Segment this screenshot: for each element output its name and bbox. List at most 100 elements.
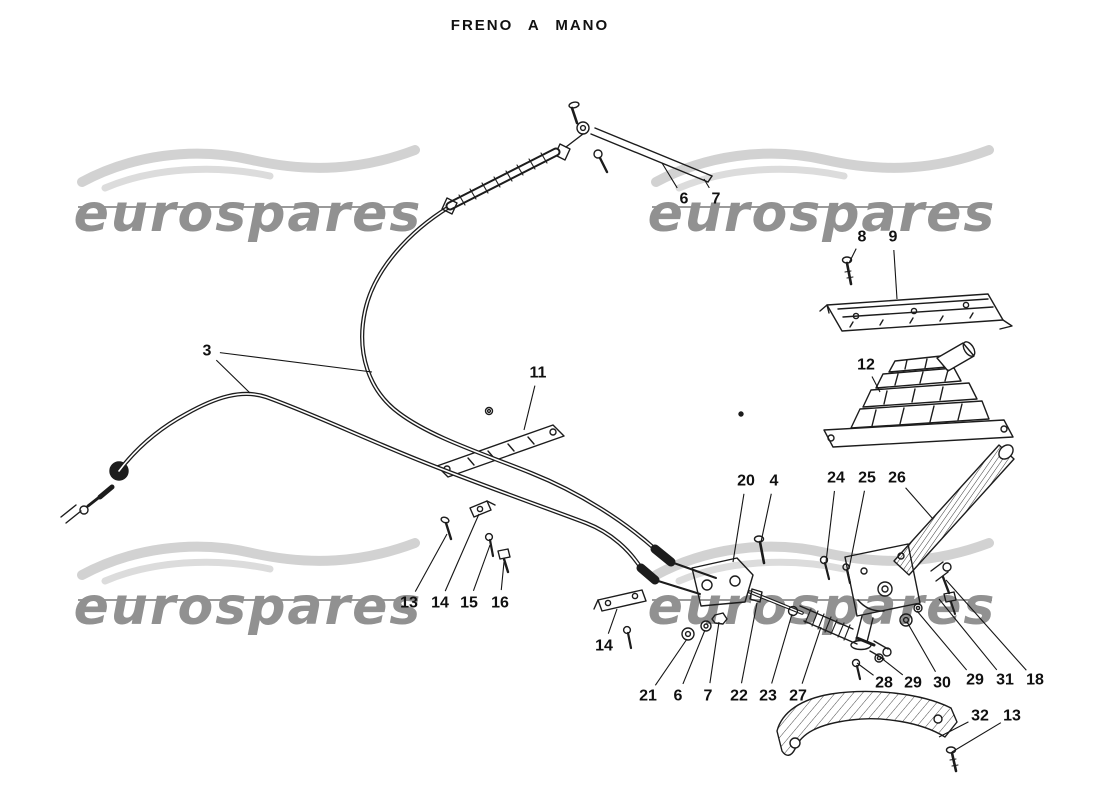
callout-leader-line: [709, 621, 720, 684]
callout-leader-line: [740, 602, 758, 684]
part-number: 18: [1026, 672, 1044, 689]
part-number: 6: [674, 688, 683, 705]
small-fasteners: [440, 500, 511, 574]
watermark-text: eurospares: [648, 184, 997, 244]
eurospares-watermark: eurospares: [74, 145, 420, 244]
callout-leader-line: [906, 621, 937, 672]
part-callout: 6: [674, 629, 706, 705]
part-number: 3: [203, 343, 212, 360]
part-number: 9: [889, 229, 898, 246]
part-callout: 16: [491, 561, 509, 612]
part-callout: 15: [460, 544, 491, 612]
part-callout: 7: [704, 621, 720, 705]
callout-leader-line: [893, 249, 898, 300]
part-number: 22: [730, 688, 748, 705]
swoosh-icon: [101, 165, 274, 192]
part-number: 25: [858, 470, 876, 487]
callout-leader-line: [703, 178, 710, 189]
part-number: 31: [996, 672, 1014, 689]
part-callout: 3: [203, 343, 373, 394]
callout-leader-line: [916, 610, 968, 671]
part-number: 16: [491, 595, 509, 612]
part-callout: 8: [848, 229, 867, 264]
cover-plate: [819, 293, 1013, 332]
part-number: 8: [858, 229, 867, 246]
part-callout: 23: [759, 613, 793, 705]
swoosh-icon: [101, 558, 274, 585]
part-callout: 13: [400, 533, 448, 612]
part-number: 23: [759, 688, 777, 705]
callout-leader-line: [871, 376, 881, 393]
callout-leader-line: [215, 359, 251, 394]
part-callout: 31: [938, 598, 1014, 689]
callout-leader-line: [472, 544, 491, 591]
eurospares-watermark: eurospares: [74, 538, 423, 637]
part-number: 7: [704, 688, 713, 705]
swoosh-icon: [651, 145, 994, 187]
watermark-text: eurospares: [74, 577, 423, 637]
part-callout: 20: [732, 473, 755, 563]
mounting-plate: [436, 406, 744, 478]
part-number: 7: [712, 191, 721, 208]
part-callout: 27: [789, 626, 822, 705]
part-callout: 13: [951, 708, 1021, 753]
part-number: 30: [933, 675, 951, 692]
cable-adjuster: [441, 133, 584, 215]
part-callout: 26: [888, 470, 934, 520]
handbrake-lever: [819, 444, 1015, 651]
part-number: 6: [680, 191, 689, 208]
callout-leader-line: [523, 385, 536, 431]
callout-leader-line: [760, 493, 772, 543]
callout-leader-line: [825, 490, 836, 563]
part-number: 29: [904, 675, 922, 692]
part-number: 14: [431, 595, 449, 612]
callout-leader-line: [732, 493, 745, 563]
callout-leader-line: [771, 613, 793, 684]
part-number: 11: [530, 365, 547, 382]
part-number: 14: [595, 638, 613, 655]
callout-leader-line: [938, 598, 998, 671]
part-callout: 7: [703, 178, 721, 208]
swoosh-icon: [77, 538, 420, 580]
part-callout: 14: [431, 513, 480, 612]
swoosh-icon: [651, 538, 994, 580]
callout-leader-line: [414, 533, 448, 592]
part-callout: 4: [760, 473, 779, 543]
part-callout: 22: [730, 602, 758, 705]
callout-leader-line: [879, 656, 904, 676]
part-callout: 28: [856, 662, 893, 692]
part-number: 13: [1003, 708, 1021, 725]
callout-leader-line: [661, 162, 678, 189]
part-callout: 9: [889, 229, 898, 300]
part-callout: 21: [639, 638, 688, 705]
pull-rod-assembly: [568, 101, 713, 183]
part-callout: 32: [938, 708, 989, 738]
part-callout: 6: [661, 162, 689, 208]
clevis-pin-assembly: [899, 561, 957, 627]
left-cable: [60, 391, 701, 595]
part-number: 29: [966, 672, 984, 689]
equalizer-yoke: [691, 535, 766, 607]
callout-leader-line: [905, 487, 934, 520]
callout-leader-line: [500, 561, 505, 591]
washer-nut-group: [681, 612, 728, 641]
drawing: [60, 101, 1015, 773]
part-number: 12: [857, 357, 875, 374]
part-number: 21: [639, 688, 657, 705]
part-callout: 11: [523, 365, 547, 431]
part-callout: 12: [857, 357, 881, 393]
callout-leader-line: [219, 352, 373, 373]
callout-leader-line: [938, 721, 969, 738]
callout-leader-line: [945, 579, 1027, 671]
part-number: 32: [971, 708, 989, 725]
part-callout: 25: [848, 470, 876, 570]
eurospares-watermark: eurospares: [648, 145, 997, 244]
part-callout: 30: [906, 621, 951, 692]
callout-leader-line: [801, 626, 822, 684]
part-callout: 29: [916, 610, 984, 689]
part-number: 26: [888, 470, 906, 487]
callout-leader-line: [607, 608, 618, 634]
gaiter-boot: [823, 341, 1014, 448]
